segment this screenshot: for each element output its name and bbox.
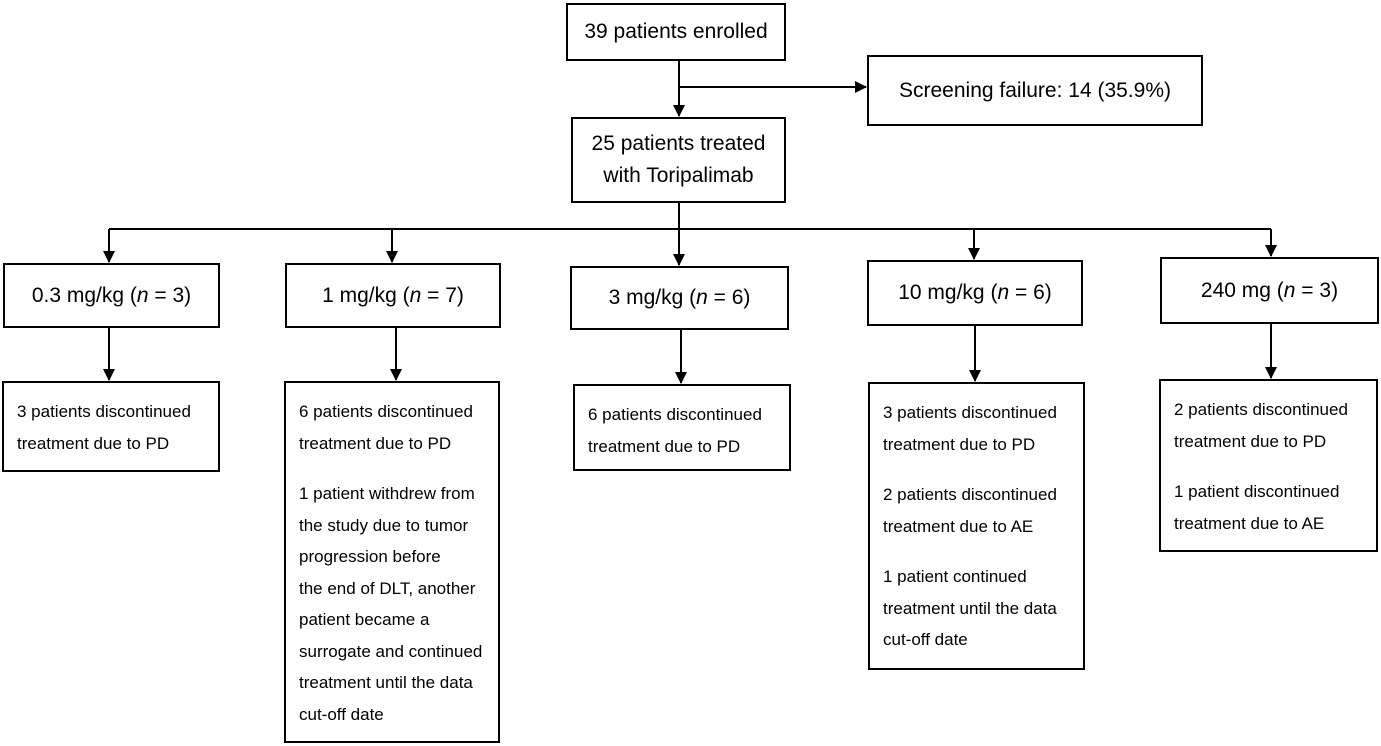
dose-label: 0.3 mg/kg (n = 3): [31, 283, 192, 307]
dose-box-arm-1: 0.3 mg/kg (n = 3): [3, 263, 220, 328]
outcome-text: 2 patients discontinued treatment due to…: [1174, 400, 1348, 451]
outcome-text: 1 patient discontinued treatment due to …: [1174, 482, 1340, 533]
outcome-box-arm-5: 2 patients discontinued treatment due to…: [1159, 379, 1378, 552]
outcome-text: 3 patients discontinued treatment due to…: [17, 402, 191, 453]
enrolled-text: 39 patients enrolled: [584, 20, 768, 43]
outcome-text: 6 patients discontinued treatment due to…: [299, 402, 473, 453]
dose-label: 240 mg (n = 3): [1200, 278, 1339, 302]
outcome-text: 1 patient continued treatment until the …: [883, 567, 1057, 649]
enrolled-box: 39 patients enrolled: [566, 3, 786, 61]
dose-label: 3 mg/kg (n = 6): [608, 286, 751, 309]
outcome-box-arm-1: 3 patients discontinued treatment due to…: [2, 381, 220, 472]
treated-text: 25 patients treated with Toripalimab: [591, 132, 766, 187]
dose-box-arm-4: 10 mg/kg (n = 6): [867, 260, 1083, 326]
screening-failure-text: Screening failure: 14 (35.9%): [899, 78, 1171, 102]
dose-box-arm-5: 240 mg (n = 3): [1160, 257, 1379, 324]
outcome-text: 3 patients discontinued treatment due to…: [883, 403, 1057, 454]
outcome-box-arm-4: 3 patients discontinued treatment due to…: [868, 382, 1085, 670]
outcome-box-arm-2: 6 patients discontinued treatment due to…: [284, 381, 500, 743]
outcome-box-arm-3: 6 patients discontinued treatment due to…: [573, 384, 791, 471]
outcome-text: 6 patients discontinued treatment due to…: [588, 405, 762, 456]
outcome-text: 2 patients discontinued treatment due to…: [883, 485, 1057, 536]
dose-label: 10 mg/kg (n = 6): [898, 281, 1052, 304]
dose-box-arm-2: 1 mg/kg (n = 7): [285, 263, 501, 328]
treated-box: 25 patients treated with Toripalimab: [571, 117, 786, 203]
dose-label: 1 mg/kg (n = 7): [322, 283, 464, 307]
outcome-text: 1 patient withdrew from the study due to…: [299, 484, 483, 724]
dose-box-arm-3: 3 mg/kg (n = 6): [570, 266, 789, 330]
screening-failure-box: Screening failure: 14 (35.9%): [867, 55, 1203, 126]
